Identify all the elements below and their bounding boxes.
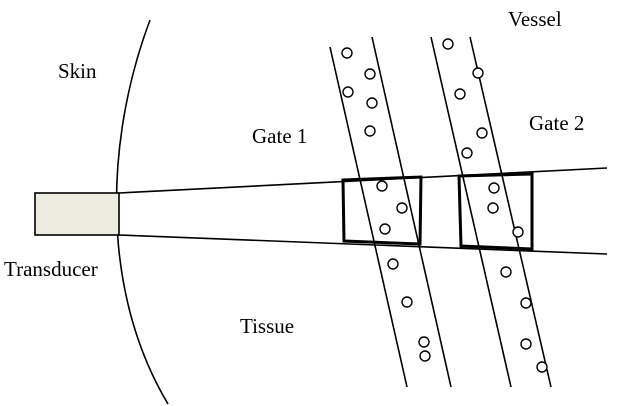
tissue-label: Tissue — [240, 314, 294, 338]
blood-cell — [520, 297, 532, 309]
transducer — [34, 192, 120, 236]
blood-cell — [396, 202, 408, 214]
blood-cell — [387, 258, 399, 270]
blood-cell — [364, 68, 376, 80]
gate-2-box — [457, 172, 534, 251]
blood-cell — [341, 47, 353, 59]
blood-cell — [472, 67, 484, 79]
skin-boundary — [115, 19, 169, 405]
blood-cell — [418, 336, 430, 348]
blood-cell — [419, 350, 431, 362]
vessel-2-blood-cells — [442, 38, 548, 373]
gate-1-box — [341, 175, 423, 246]
vessel-2-left-wall — [430, 36, 512, 388]
blood-cell — [366, 97, 378, 109]
vessel-label: Vessel — [508, 7, 562, 31]
gate-2-label: Gate 2 — [529, 111, 584, 135]
transducer-label: Transducer — [4, 257, 98, 281]
blood-cell — [376, 180, 388, 192]
blood-cell — [364, 125, 376, 137]
blood-cell — [461, 147, 473, 159]
vessel-1-blood-cells — [341, 47, 431, 362]
blood-cell — [536, 361, 548, 373]
blood-cell — [487, 202, 499, 214]
blood-cell — [342, 86, 354, 98]
blood-cell — [442, 38, 454, 50]
vessel-1-left-wall — [329, 46, 408, 388]
blood-cell — [454, 88, 466, 100]
blood-cell — [500, 266, 512, 278]
gate-1-label: Gate 1 — [252, 124, 307, 148]
beam-lower-edge — [118, 234, 608, 255]
blood-cell — [520, 338, 532, 350]
skin-label: Skin — [58, 59, 97, 83]
blood-cell — [401, 296, 413, 308]
blood-cell — [488, 182, 500, 194]
blood-cell — [379, 223, 391, 235]
vessel-1-right-wall — [371, 36, 452, 388]
blood-cell — [476, 127, 488, 139]
vessel-2-right-wall — [469, 36, 552, 388]
blood-cell — [512, 226, 524, 238]
